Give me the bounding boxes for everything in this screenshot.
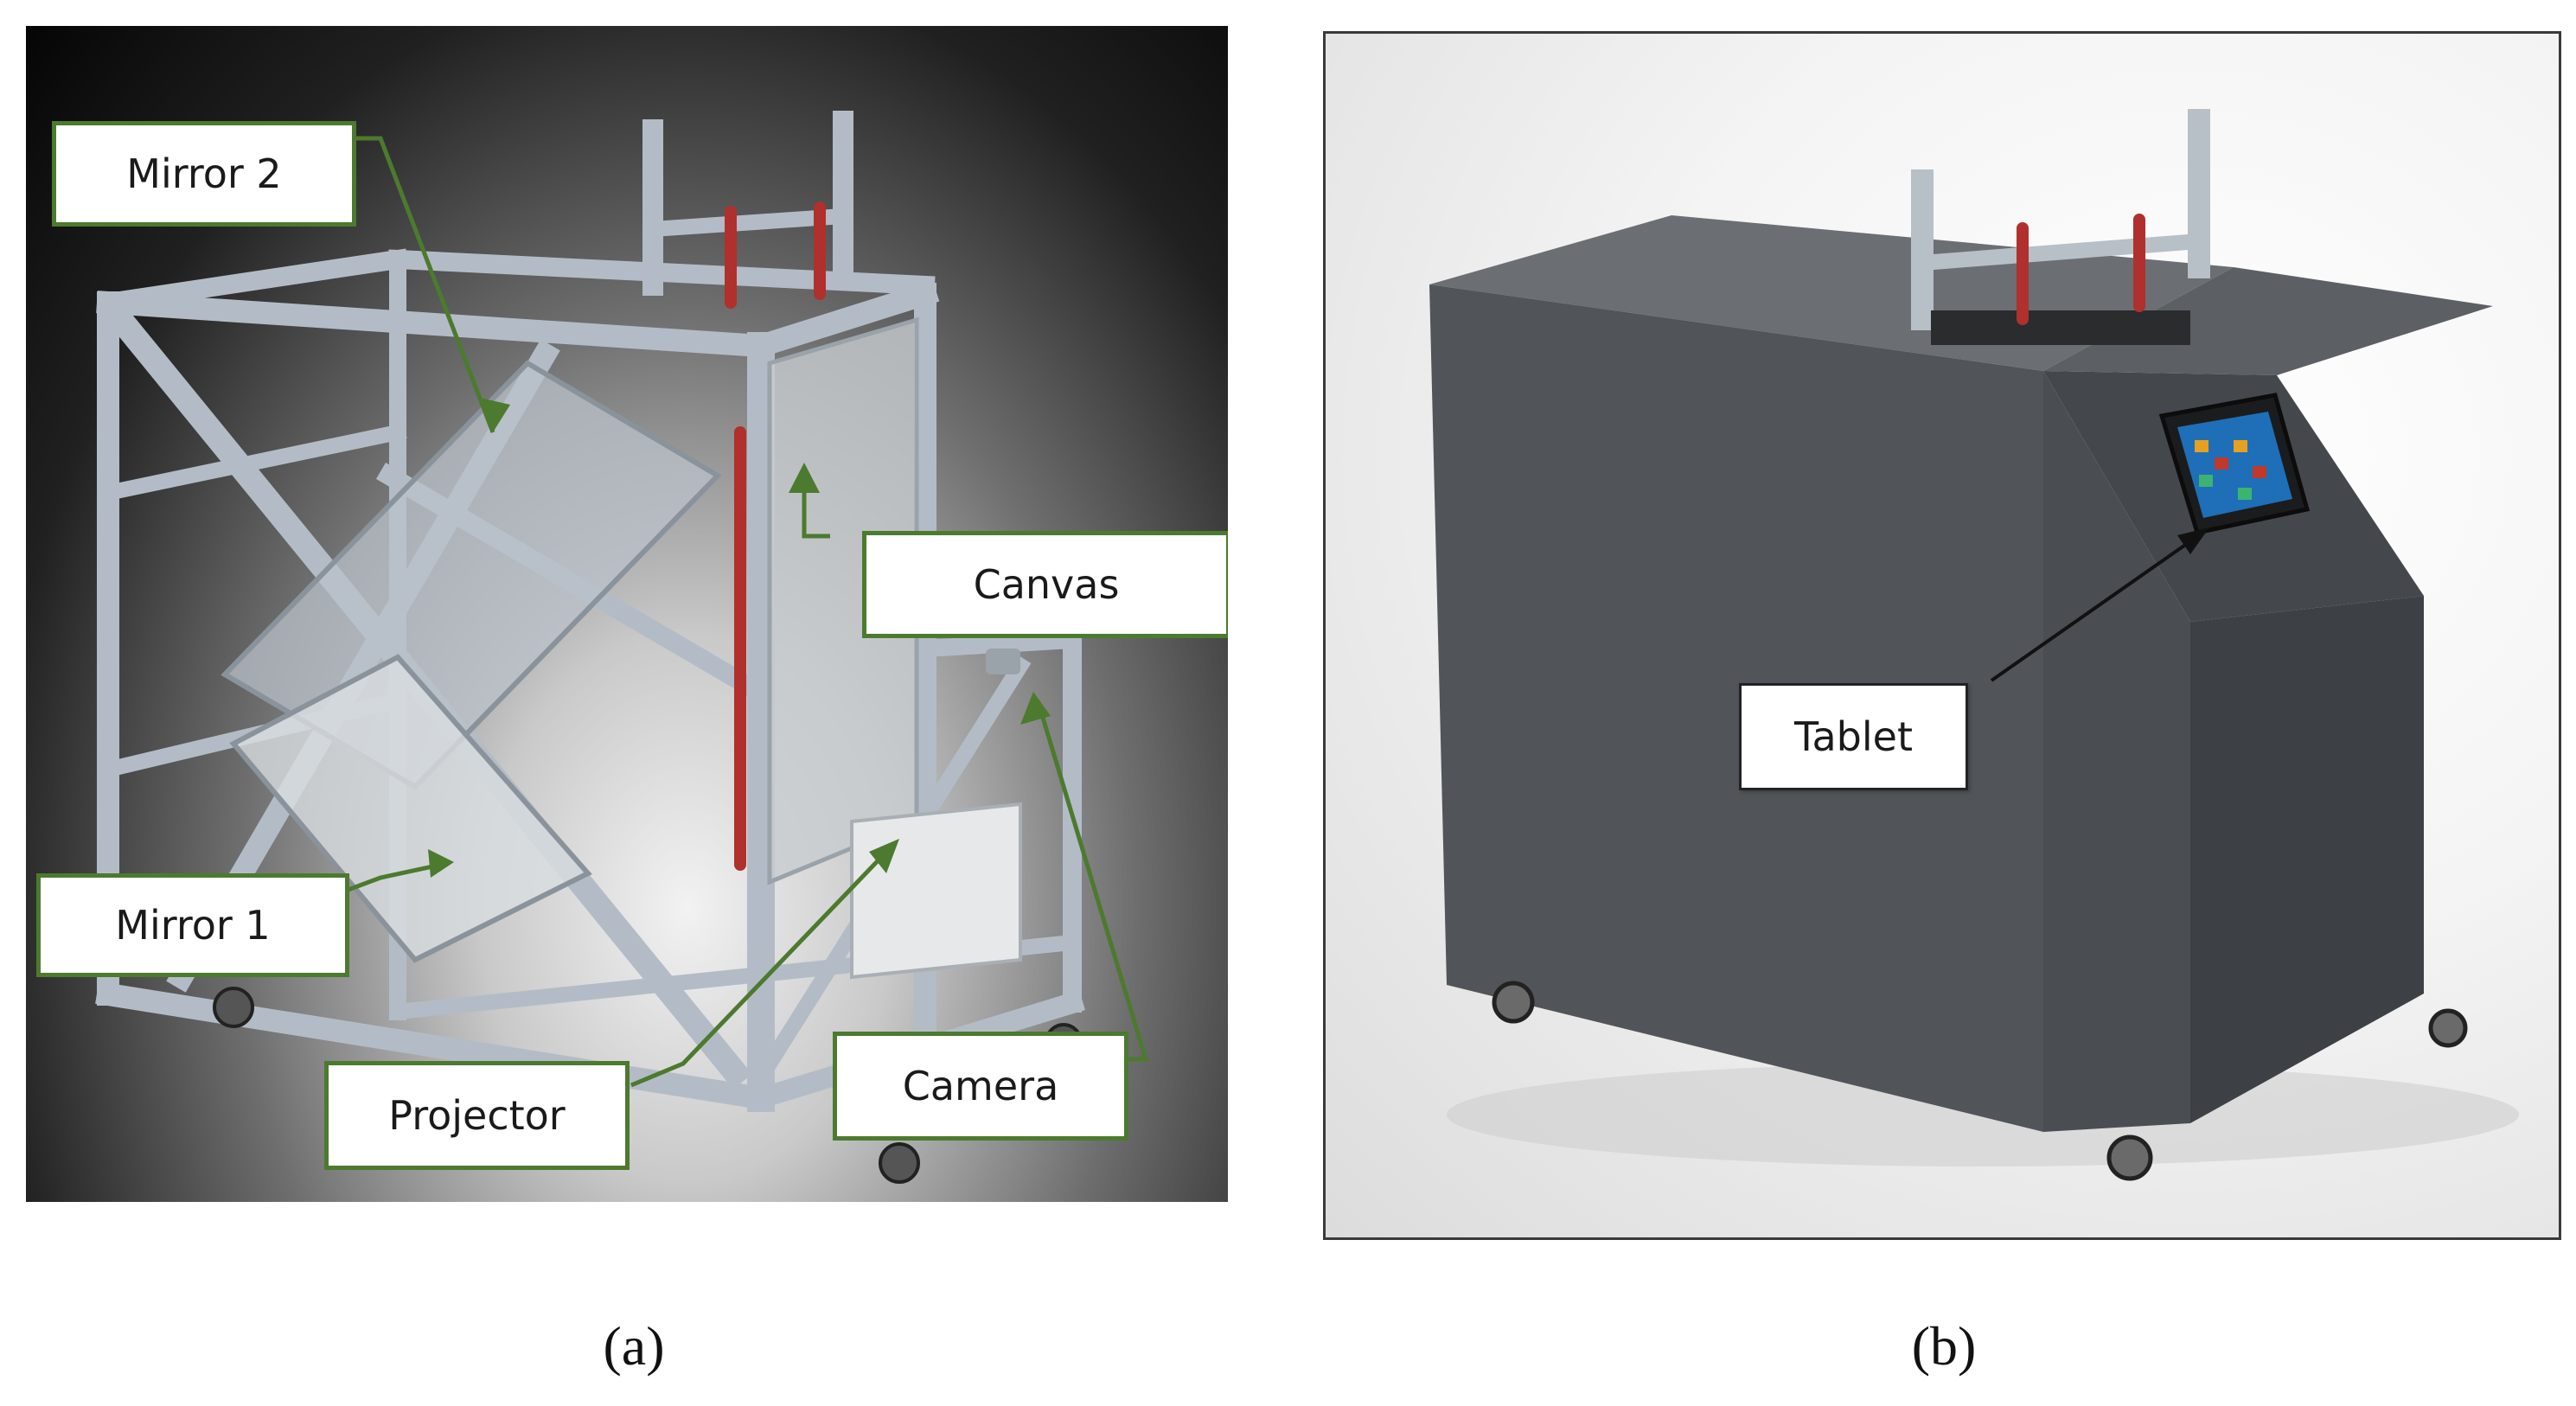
label-tablet: Tablet xyxy=(1739,683,1968,790)
caption-a: (a) xyxy=(603,1315,665,1377)
panel-a-frame-render: Mirror 2 Canvas Mirror 1 Projector Camer… xyxy=(26,26,1228,1202)
panel-b-cabinet-render: Tablet xyxy=(1323,31,2561,1240)
label-mirror-2: Mirror 2 xyxy=(52,121,356,227)
label-camera: Camera xyxy=(833,1032,1128,1141)
frame-illustration xyxy=(95,111,1149,1184)
cabinet-illustration xyxy=(1429,109,2519,1181)
label-projector: Projector xyxy=(324,1061,630,1170)
caption-b: (b) xyxy=(1911,1315,1977,1377)
label-canvas: Canvas xyxy=(862,531,1228,638)
label-mirror-1: Mirror 1 xyxy=(36,873,349,977)
